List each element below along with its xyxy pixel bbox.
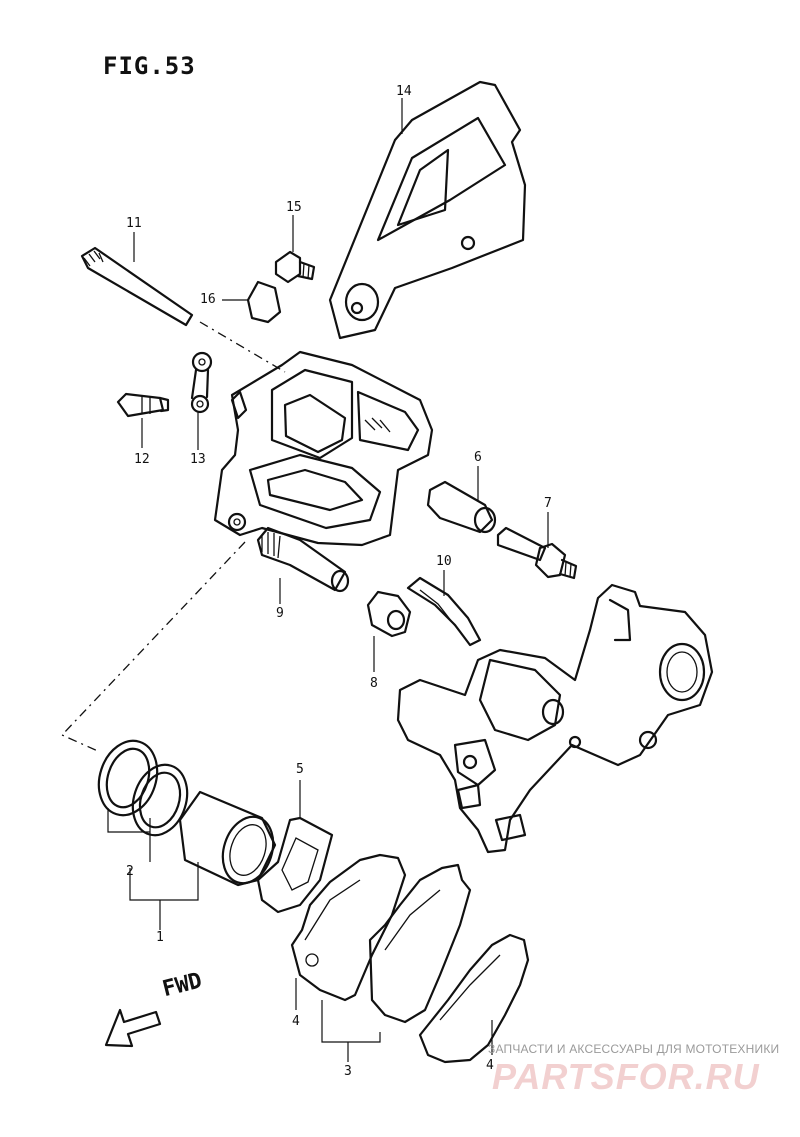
arrow-left-icon	[104, 1008, 162, 1048]
callout-15: 15	[286, 200, 302, 215]
callout-12: 12	[134, 452, 150, 467]
callout-3: 3	[344, 1064, 352, 1079]
centerline-piston	[60, 541, 246, 753]
callout-4b: 4	[486, 1058, 494, 1073]
part-8-boot	[366, 590, 412, 638]
callout-2: 2	[126, 864, 134, 879]
callout-13: 13	[190, 452, 206, 467]
callout-5: 5	[296, 762, 304, 777]
caliper-body	[213, 350, 434, 547]
callout-14: 14	[396, 84, 412, 99]
callout-1: 1	[156, 930, 164, 945]
part-10-pad-spring	[406, 576, 482, 647]
watermark-logo: PARTSFOR.RU	[492, 1056, 760, 1097]
part-15-bolt	[274, 250, 316, 284]
part-5-shim	[256, 816, 334, 914]
callout-16: 16	[200, 292, 216, 307]
callout-11: 11	[126, 216, 142, 231]
callout-4a: 4	[292, 1014, 300, 1029]
centerline-pin	[199, 321, 286, 373]
part-14-hose-guard	[328, 80, 527, 340]
part-16-cap	[246, 280, 282, 324]
part-4-pad-left	[290, 853, 407, 1002]
part-2-seals	[97, 739, 189, 837]
caliper-bracket	[396, 583, 714, 854]
part-7-bolt	[496, 526, 578, 580]
leader-lines	[107, 98, 549, 1062]
callout-7: 7	[544, 496, 552, 511]
callout-9: 9	[276, 606, 284, 621]
callout-8: 8	[370, 676, 378, 691]
part-6-sleeve	[426, 480, 497, 534]
watermark-caption: ЗАПЧАСТИ И АКСЕССУАРЫ ДЛЯ МОТОТЕХНИКИ	[488, 1042, 780, 1056]
part-4-pad-right	[418, 933, 530, 1064]
part-3-pad-center	[368, 863, 472, 1024]
figure-title: FIG.53	[103, 52, 196, 80]
part-9-slide-pin	[256, 526, 350, 593]
part-13-cap	[190, 351, 213, 414]
part-1-piston	[178, 790, 277, 887]
part-11-pin-bolt	[80, 246, 194, 327]
callout-6: 6	[474, 450, 482, 465]
callout-10: 10	[436, 554, 452, 569]
part-12-bleeder	[116, 392, 170, 418]
